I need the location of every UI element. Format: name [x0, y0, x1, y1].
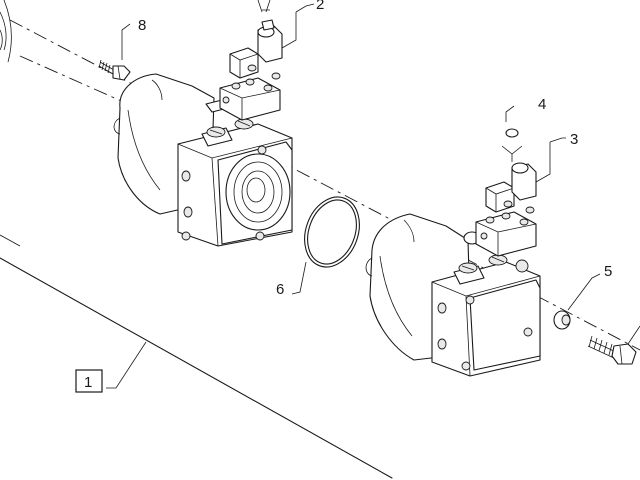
- upper-pump: [113, 19, 293, 247]
- callout-label-5: 5: [604, 263, 612, 280]
- callout-3: 3: [535, 131, 578, 183]
- frame-outline: [0, 0, 393, 479]
- callout-label-3: 3: [570, 131, 578, 148]
- o-ring-6: 6: [276, 196, 360, 298]
- callout-8: 8: [121, 17, 146, 60]
- seal-washer-4: 4: [501, 96, 546, 162]
- spacer-5: 5: [553, 263, 612, 330]
- lower-pump: [365, 162, 541, 377]
- callout-label-4: 4: [538, 96, 546, 113]
- bolt-8: [98, 59, 131, 81]
- callout-1: 1: [75, 341, 147, 393]
- bolt-lower: [587, 325, 640, 365]
- callout-label-2: 2: [316, 0, 324, 13]
- callout-2: 2: [257, 0, 324, 49]
- callout-label-1: 1: [84, 374, 92, 391]
- callout-label-6: 6: [276, 281, 284, 298]
- callout-label-8: 8: [138, 17, 146, 34]
